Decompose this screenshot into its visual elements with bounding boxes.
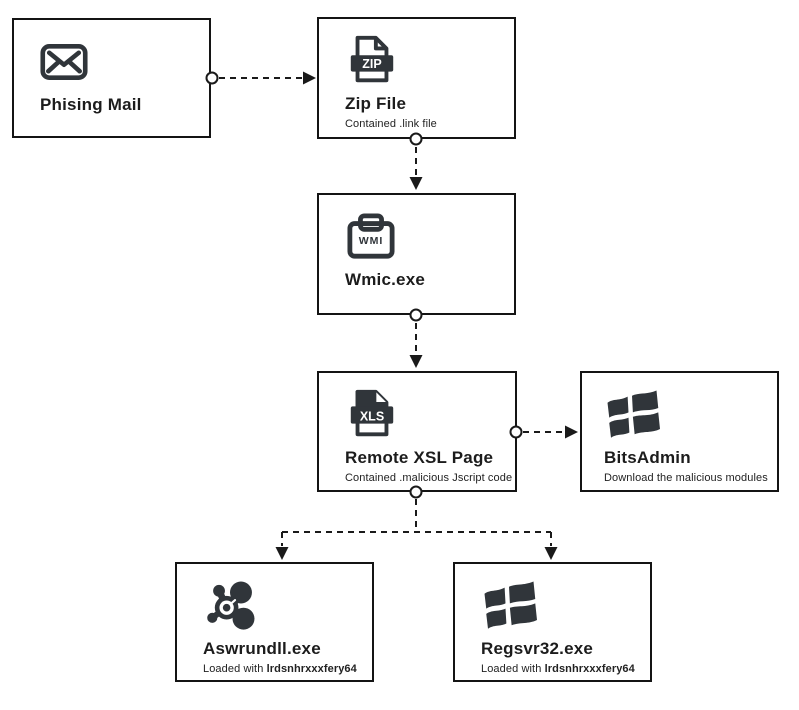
node-bitsadmin: BitsAdmin Download the malicious modules	[580, 371, 779, 492]
node-title: Remote XSL Page	[345, 448, 494, 467]
node-wmic: WMI Wmic.exe	[317, 193, 516, 315]
node-aswrundll: Aswrundll.exe Loaded with lrdsnhrxxxfery…	[175, 562, 374, 682]
node-phishing-mail: Phising Mail	[12, 18, 211, 138]
node-title: Zip File	[345, 94, 407, 113]
edge-phishing-to-zip	[205, 71, 316, 85]
xls-file-icon: XLS	[345, 386, 507, 444]
envelope-icon	[40, 33, 201, 91]
node-subtitle: Download the malicious modules	[604, 472, 768, 484]
node-title: Wmic.exe	[345, 270, 426, 289]
node-zip-file: ZIP Zip File Contained .link file	[317, 17, 516, 139]
node-regsvr32: Regsvr32.exe Loaded with lrdsnhrxxxfery6…	[453, 562, 652, 682]
edge-wmic-to-xsl	[409, 308, 423, 368]
wmi-toolbox-icon: WMI	[345, 208, 506, 266]
node-subtitle: Loaded with lrdsnhrxxxfery64	[481, 663, 635, 675]
node-title: BitsAdmin	[604, 448, 691, 467]
zip-file-icon: ZIP	[345, 32, 506, 90]
node-title: Phising Mail	[40, 95, 142, 114]
windows-icon	[604, 386, 769, 444]
edge-zip-to-wmic	[409, 132, 423, 190]
edge-xsl-to-bitsadmin	[509, 425, 578, 439]
node-remote-xsl: XLS Remote XSL Page Contained .malicious…	[317, 371, 517, 492]
edge-xsl-to-loaders	[275, 485, 558, 560]
node-subtitle: Loaded with lrdsnhrxxxfery64	[203, 663, 357, 675]
svg-text:XLS: XLS	[360, 409, 384, 423]
node-title: Regsvr32.exe	[481, 639, 594, 658]
node-subtitle: Contained .malicious Jscript code	[345, 472, 513, 484]
avast-icon	[203, 577, 364, 635]
svg-text:WMI: WMI	[359, 235, 384, 247]
windows-icon	[481, 577, 642, 635]
node-title: Aswrundll.exe	[203, 639, 321, 658]
node-subtitle: Contained .link file	[345, 118, 437, 130]
svg-text:ZIP: ZIP	[362, 57, 381, 71]
